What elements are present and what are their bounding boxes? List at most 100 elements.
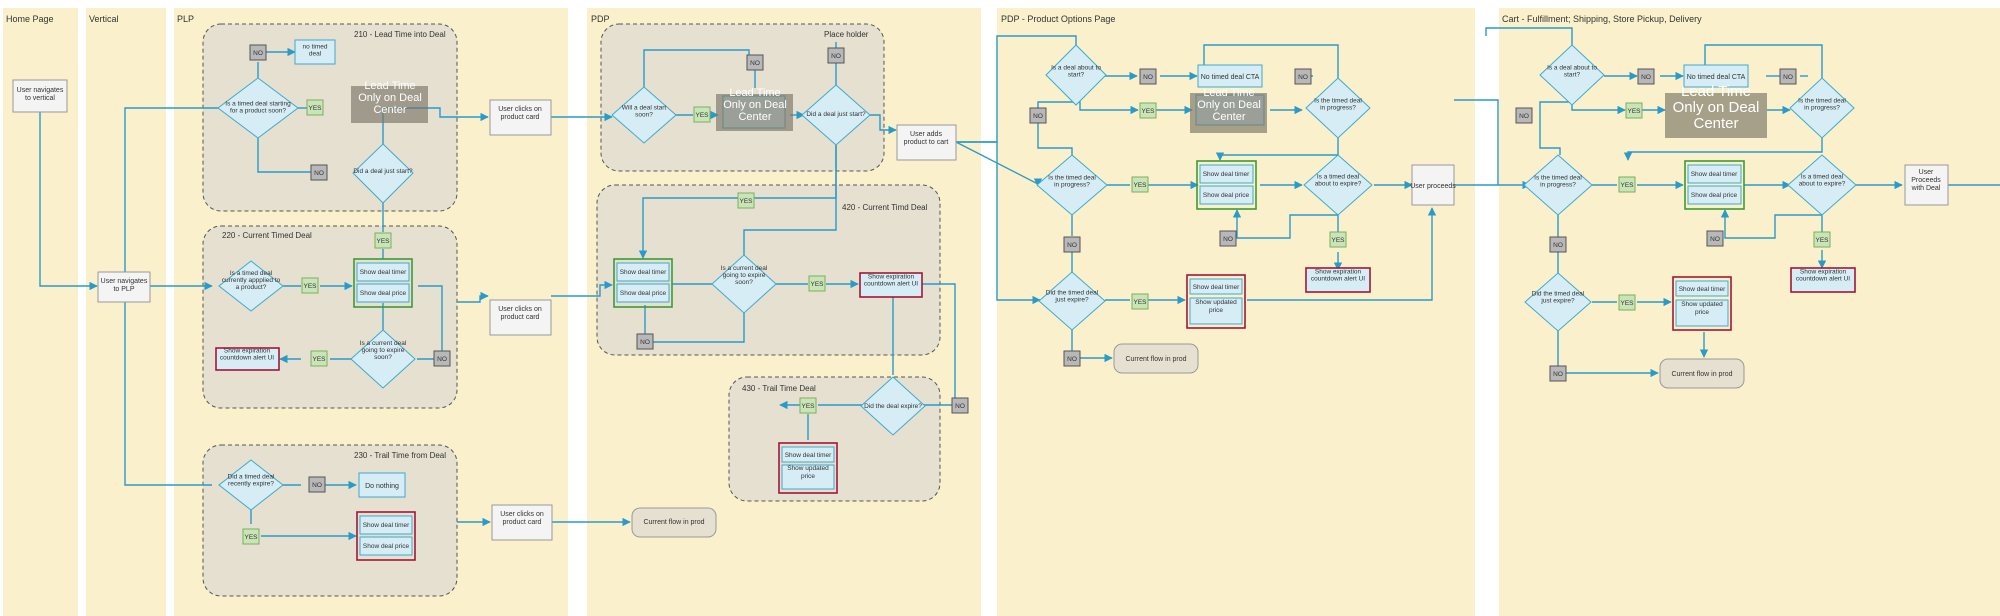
label-show-deal-timer: Show deal timer [620,269,667,276]
no-label: NO [1641,74,1651,81]
no-badge [1515,107,1533,124]
button-show-deal-timer [616,262,670,282]
no-label: NO [1067,356,1077,363]
group-timer-updated-price [1672,276,1732,331]
group-timer-updated-price [1186,274,1246,329]
group-420 [596,184,941,356]
no-label: NO [1067,242,1077,249]
connector [1037,108,1073,155]
connector [39,110,98,291]
yes-badge [301,277,319,294]
group-title-placeholder: Place holder [824,30,869,39]
process-box-no-timed-deal [294,39,336,65]
yes-label: YES [1620,182,1634,189]
overlay-lead-time-only [351,86,428,123]
no-label: NO [312,482,322,489]
connector [1720,209,1822,239]
overlay-lead-time-only [1190,93,1267,133]
no-badge [1294,68,1312,85]
group-220 [202,225,458,409]
label-show-deal-timer: Show deal timer [785,452,832,459]
connector [956,141,1041,305]
group-title-230: 230 - Trail Time from Deal [354,451,446,460]
button-show-deal-timer [1189,278,1243,295]
yes-badge [1813,231,1831,248]
overlay-lead-time-only [716,94,793,131]
alert-box-expiration [215,347,280,371]
no-badge [1549,236,1567,253]
overlay-lead-time-only [1665,93,1767,138]
decision-diamond-about-start [1539,44,1605,106]
decision-diamond-timed-in-progress [1523,154,1593,216]
connector [1454,99,1499,185]
group-timer-price [1196,160,1257,210]
yes-badge [374,232,392,249]
connector [551,280,613,297]
lane-title-pdp-options: PDP - Product Options Page [1001,14,1115,24]
yes-label: YES [801,403,815,410]
no-badge [1219,230,1237,247]
no-badge [310,164,328,181]
label-show-deal-price: Show deal price [1691,192,1738,199]
decision-diamond-recently-expire [218,459,284,511]
group-timer-updated-price [778,442,838,494]
label-q-deal-expire: Did the deal expire? [864,403,922,410]
group-timer-price [1684,160,1745,210]
alert-box-expiration [1305,267,1371,293]
yes-badge [1139,102,1157,119]
connector [1247,207,1437,301]
no-badge [746,54,764,71]
connector [124,286,212,486]
process-box-user-adds-cart [896,124,957,161]
process-box-user-clicks-card [489,299,552,336]
alert-box-expiration [1790,267,1856,293]
decision-diamond-current-expire [711,254,777,314]
yes-label: YES [312,356,326,363]
lane-title-home: Home Page [6,14,54,24]
label-show-deal-timer: Show deal timer [1691,171,1738,178]
no-label: NO [1033,113,1043,120]
no-label: NO [314,170,324,177]
decision-diamond-about-expire [1787,154,1857,216]
yes-badge [799,397,817,414]
no-label: NO [437,356,447,363]
yes-label: YES [810,281,824,288]
no-label: NO [750,60,760,67]
label-show-deal-timer: Show deal timer [363,522,410,529]
no-badge [433,350,451,367]
group-title-210: 210 - Lead Time into Deal [354,30,446,39]
yes-badge [1618,176,1636,193]
connector [1485,27,1573,45]
no-label: NO [1783,74,1793,81]
group-title-220: 220 - Current Timed Deal [222,231,312,240]
no-badge [827,47,845,64]
decision-diamond-just-start [352,143,414,204]
connector [743,145,837,255]
label-show-deal-timer: Show deal timer [360,269,407,276]
button-show-updated-price [1675,299,1729,327]
no-badge [636,333,654,350]
button-show-deal-price [356,283,410,303]
connector [124,107,220,286]
connector [418,285,443,351]
yes-badge [242,528,260,545]
